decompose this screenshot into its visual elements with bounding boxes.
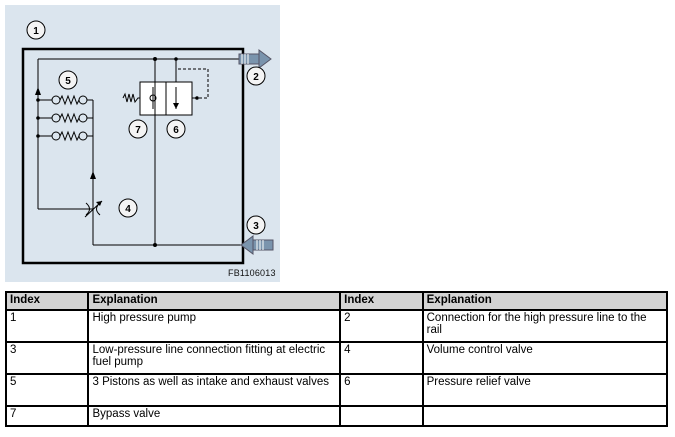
explanation-cell: Bypass valve <box>87 405 342 427</box>
callout-7: 7 <box>128 119 148 139</box>
explanation-cell: Low-pressure line connection fitting at … <box>87 341 342 375</box>
piston-3 <box>51 130 88 142</box>
svg-text:3: 3 <box>253 221 259 232</box>
index-cell: 2 <box>339 309 424 343</box>
svg-text:6: 6 <box>173 125 179 136</box>
index-cell: 4 <box>339 341 424 375</box>
index-cell: 3 <box>4 341 90 375</box>
piston-2 <box>51 112 88 124</box>
explanation-cell: Volume control valve <box>421 341 669 375</box>
callout-2: 2 <box>246 66 266 86</box>
flow-arrow-up-icon <box>35 87 41 95</box>
index-cell: 1 <box>4 309 90 343</box>
explanation-cell: Connection for the high pressure line to… <box>421 309 669 343</box>
volume-control-valve-symbol <box>84 171 103 218</box>
svg-text:1: 1 <box>33 26 39 37</box>
table-row: 3 Low-pressure line connection fitting a… <box>4 341 669 375</box>
pump-housing-outline <box>21 47 245 265</box>
callout-5: 5 <box>58 70 78 90</box>
index-cell: 5 <box>4 373 90 407</box>
table-row: 5 3 Pistons as well as intake and exhaus… <box>4 373 669 407</box>
legend-table: Index Explanation Index Explanation 1 Hi… <box>4 291 669 427</box>
index-cell <box>339 405 424 427</box>
valve-block <box>122 57 209 116</box>
svg-text:2: 2 <box>253 72 259 83</box>
callout-6: 6 <box>166 119 186 139</box>
table-row: 1 High pressure pump 2 Connection for th… <box>4 309 669 343</box>
callout-4: 4 <box>118 198 138 218</box>
callout-3: 3 <box>246 215 266 235</box>
header-explanation: Explanation <box>87 291 342 311</box>
explanation-cell: Pressure relief valve <box>421 373 669 407</box>
explanation-cell: 3 Pistons as well as intake and exhaust … <box>87 373 342 407</box>
figure-code: FB1106013 <box>228 268 276 278</box>
svg-text:4: 4 <box>125 204 131 215</box>
piston-group <box>36 94 94 245</box>
header-index: Index <box>4 291 90 311</box>
index-cell: 7 <box>4 405 90 427</box>
explanation-cell <box>421 405 669 427</box>
header-index: Index <box>339 291 424 311</box>
hydraulic-diagram: 1 2 3 4 5 6 7 FB1106013 <box>5 5 280 282</box>
svg-text:5: 5 <box>65 76 71 87</box>
table-row: 7 Bypass valve <box>4 405 669 427</box>
diagram-svg: 1 2 3 4 5 6 7 <box>21 20 274 265</box>
explanation-cell: High pressure pump <box>87 309 342 343</box>
index-cell: 6 <box>339 373 424 407</box>
header-explanation: Explanation <box>421 291 669 311</box>
svg-text:7: 7 <box>135 125 141 136</box>
inlet-arrow-icon <box>240 235 274 255</box>
piston-1 <box>51 94 88 106</box>
outlet-arrow-icon <box>238 49 272 69</box>
callout-1: 1 <box>26 20 46 40</box>
legend-header-row: Index Explanation Index Explanation <box>4 291 669 311</box>
